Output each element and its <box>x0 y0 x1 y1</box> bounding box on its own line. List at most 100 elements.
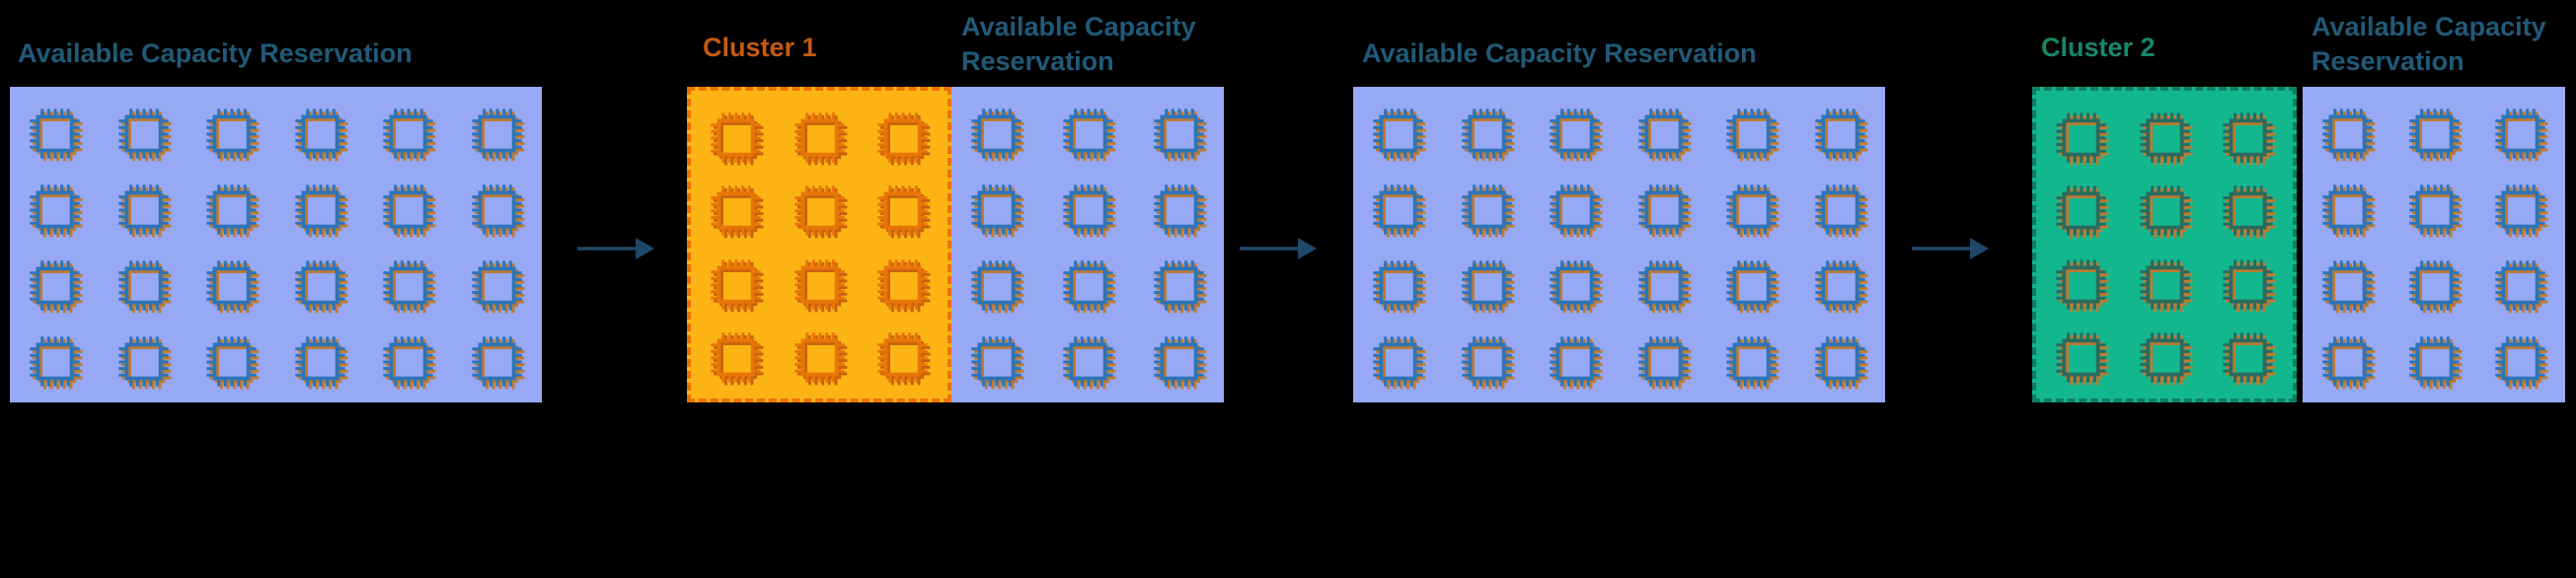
cpu-chip-icon <box>2056 185 2109 239</box>
cpu-chip-icon <box>794 332 847 386</box>
cpu-chip-icon <box>1550 260 1603 314</box>
cpu-chip-icon <box>206 260 260 314</box>
cpu-chip-icon <box>2495 336 2548 390</box>
cpu-chip-icon <box>2495 108 2548 162</box>
reservation-title-4: Available Capacity Reservation <box>2311 10 2546 79</box>
cpu-chip-icon <box>1461 260 1514 314</box>
reservation-title-4-line1: Available Capacity <box>2311 12 2546 41</box>
cpu-chip-icon <box>30 260 83 314</box>
capacity-reservation-box-2 <box>951 87 1224 402</box>
cpu-chip-icon <box>2322 336 2376 390</box>
cpu-chip-icon <box>383 336 436 390</box>
cpu-chip-icon <box>1638 108 1692 162</box>
cpu-chip-icon <box>2223 258 2276 312</box>
reservation-title-1: Available Capacity Reservation <box>18 38 413 68</box>
cpu-chip-icon <box>295 184 348 238</box>
cpu-chip-icon <box>30 336 83 390</box>
cpu-chip-icon <box>1726 260 1780 314</box>
cpu-chip-icon <box>1062 108 1115 162</box>
cpu-chip-icon <box>30 108 83 162</box>
cpu-chip-icon <box>1461 184 1514 238</box>
cpu-chip-icon <box>1461 336 1514 390</box>
reservation-title-2-line2: Reservation <box>961 46 1114 76</box>
cpu-chip-icon <box>711 332 764 386</box>
cpu-chip-icon <box>877 258 931 312</box>
cpu-chip-icon <box>1815 184 1868 238</box>
cpu-chip-icon <box>1062 184 1115 238</box>
cpu-chip-icon <box>877 332 931 386</box>
cpu-chip-icon <box>1461 108 1514 162</box>
cpu-chip-icon <box>117 260 171 314</box>
cpu-chip-icon <box>2056 332 2109 386</box>
cpu-chip-icon <box>1638 336 1692 390</box>
cpu-chip-icon <box>2139 332 2192 386</box>
cluster-2-box <box>2032 87 2297 402</box>
cpu-chip-icon <box>30 184 83 238</box>
cpu-chip-icon <box>295 108 348 162</box>
cpu-chip-icon <box>1550 336 1603 390</box>
cpu-chip-icon <box>971 184 1024 238</box>
cpu-chip-icon <box>206 108 260 162</box>
cpu-chip-icon <box>971 108 1024 162</box>
cpu-chip-icon <box>2495 184 2548 238</box>
cpu-chip-icon <box>2223 332 2276 386</box>
cpu-chip-icon <box>971 336 1024 390</box>
capacity-reservation-box-3 <box>1353 87 1885 402</box>
cluster-1-label: Cluster 1 <box>703 33 817 62</box>
cpu-chip-icon <box>1373 336 1426 390</box>
cpu-chip-icon <box>2139 258 2192 312</box>
cpu-chip-icon <box>877 112 931 166</box>
right-arrow-icon <box>1240 238 1317 259</box>
cpu-chip-icon <box>2322 260 2376 314</box>
cpu-chip-icon <box>383 184 436 238</box>
cpu-chip-icon <box>2408 260 2462 314</box>
cpu-chip-icon <box>1373 184 1426 238</box>
reservation-title-4-line2: Reservation <box>2311 46 2464 76</box>
cpu-chip-icon <box>1638 260 1692 314</box>
capacity-reservation-box-1 <box>10 87 542 402</box>
cpu-chip-icon <box>2223 112 2276 166</box>
cpu-chip-icon <box>2408 336 2462 390</box>
cpu-chip-icon <box>472 260 525 314</box>
cpu-chip-icon <box>1154 108 1207 162</box>
cpu-chip-icon <box>206 336 260 390</box>
cpu-chip-icon <box>206 184 260 238</box>
capacity-reservation-box-4 <box>2303 87 2565 402</box>
cpu-chip-icon <box>1062 336 1115 390</box>
cpu-chip-icon <box>2139 112 2192 166</box>
cpu-chip-icon <box>1373 108 1426 162</box>
cpu-chip-icon <box>2056 258 2109 312</box>
cpu-chip-icon <box>2322 108 2376 162</box>
cpu-chip-icon <box>295 336 348 390</box>
reservation-title-3: Available Capacity Reservation <box>1362 38 1757 68</box>
cpu-chip-icon <box>1154 336 1207 390</box>
cluster-1-box <box>687 87 951 402</box>
cpu-chip-icon <box>472 108 525 162</box>
cpu-chip-icon <box>472 336 525 390</box>
cpu-chip-icon <box>2223 185 2276 239</box>
cpu-chip-icon <box>794 258 847 312</box>
cpu-chip-icon <box>383 108 436 162</box>
cpu-chip-icon <box>2408 184 2462 238</box>
cluster-2-label: Cluster 2 <box>2041 33 2156 62</box>
reservation-title-2: Available Capacity Reservation <box>961 10 1196 79</box>
cpu-chip-icon <box>1726 336 1780 390</box>
cpu-chip-icon <box>1550 108 1603 162</box>
cpu-chip-icon <box>711 112 764 166</box>
cpu-chip-icon <box>1638 184 1692 238</box>
cpu-chip-icon <box>295 260 348 314</box>
cpu-chip-icon <box>794 185 847 239</box>
cpu-chip-icon <box>711 258 764 312</box>
cpu-chip-icon <box>1726 108 1780 162</box>
cpu-chip-icon <box>1815 108 1868 162</box>
cpu-chip-icon <box>1062 260 1115 314</box>
cpu-chip-icon <box>2408 108 2462 162</box>
cpu-chip-icon <box>472 184 525 238</box>
cpu-chip-icon <box>1154 260 1207 314</box>
cpu-chip-icon <box>794 112 847 166</box>
cpu-chip-icon <box>2056 112 2109 166</box>
cpu-chip-icon <box>877 185 931 239</box>
cpu-chip-icon <box>1550 184 1603 238</box>
cpu-chip-icon <box>2322 184 2376 238</box>
